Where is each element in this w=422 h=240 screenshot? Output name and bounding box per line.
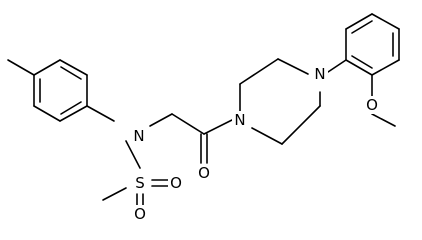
bond-o-methyl: [371, 113, 396, 127]
bond-anisyl-6-inner: [351, 55, 373, 69]
molecule-structure-diagram: N N N O O S O O: [7, 13, 400, 223]
bond-pip-5: [281, 105, 321, 145]
bond-n-s: [125, 140, 141, 169]
bond-n-anisyl: [327, 59, 347, 73]
atom-labels: N N N O O S O O: [131, 65, 380, 223]
bond-ch2-carbonyl: [171, 113, 205, 135]
atom-o-sulfonyl-right: O: [170, 174, 182, 192]
bond-pip-2: [239, 58, 279, 85]
bond-tolyl-6: [33, 59, 61, 76]
bond-anisyl-5: [371, 59, 400, 76]
atom-o-methoxy: O: [366, 96, 378, 114]
atom-n-sulfonamide: N: [133, 127, 144, 145]
bond-tolyl-3-inner: [60, 101, 82, 115]
atom-sulfur: S: [135, 174, 145, 192]
bond-tolyl-methyl: [7, 59, 35, 76]
bond-tolyl-2: [33, 105, 61, 122]
bond-n-ch2: [149, 113, 173, 127]
bond-tolyl-5-inner: [60, 66, 82, 80]
atom-n-piperazine-right: N: [314, 65, 325, 83]
atom-n-piperazine-left: N: [234, 111, 245, 129]
bond-pip-6: [251, 127, 283, 145]
bond-anisyl-2-inner: [351, 20, 373, 34]
bond-tolyl-n: [86, 105, 115, 122]
bond-carbonyl-n: [203, 119, 233, 135]
atom-o-sulfonyl-bottom: O: [134, 205, 146, 223]
bond-anisyl-3: [371, 13, 400, 30]
bond-tolyl-3: [59, 105, 88, 122]
bond-anisyl-2: [345, 13, 373, 30]
bond-anisyl-6: [345, 59, 373, 76]
bonds: [7, 13, 400, 211]
bond-s-methyl: [102, 187, 127, 201]
bond-pip-3: [277, 58, 309, 75]
atom-o-carbonyl: O: [198, 164, 210, 182]
bond-tolyl-5: [59, 59, 88, 76]
